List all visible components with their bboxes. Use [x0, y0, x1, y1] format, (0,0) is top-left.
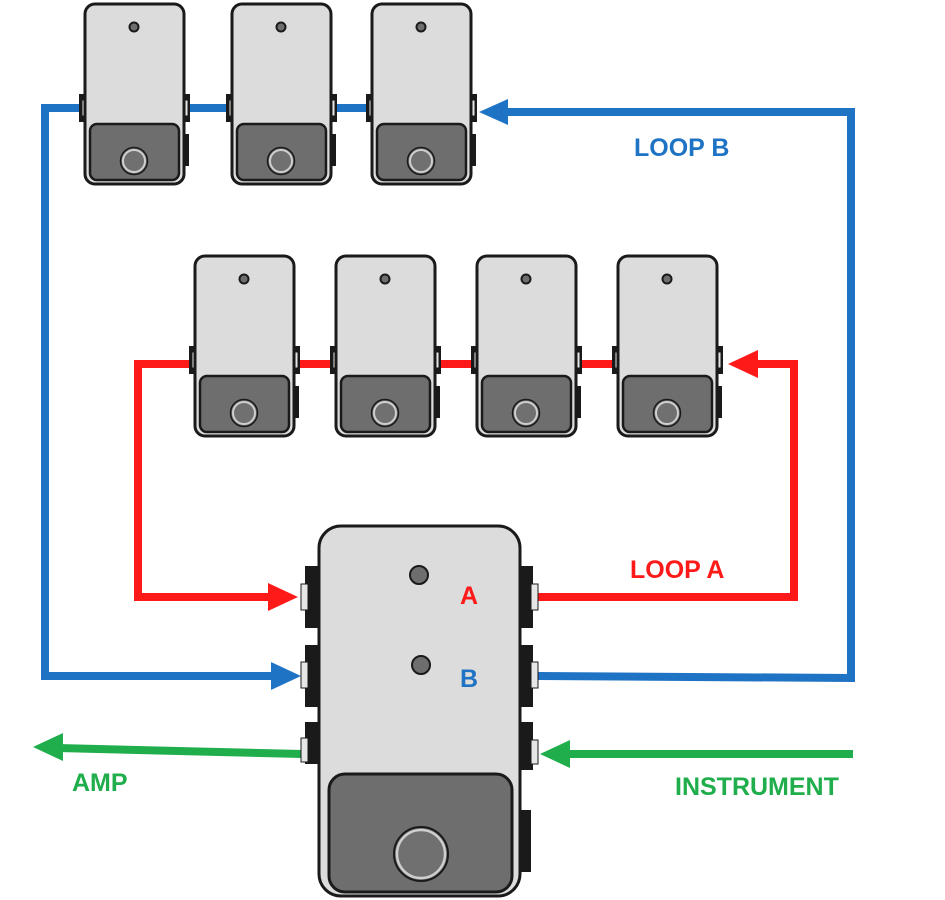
- loop-a-label: LOOP A: [630, 556, 724, 584]
- loop-a-cables: [134, 350, 798, 611]
- loop-b-pedals: [77, 2, 479, 186]
- effect-pedal-icon: [187, 254, 302, 438]
- arrow-head-icon: [540, 740, 570, 768]
- loop-a-pedals: [187, 254, 725, 438]
- loop-b-cables: [41, 99, 855, 690]
- arrow-head-icon: [271, 662, 301, 690]
- arrow-head-icon: [479, 99, 508, 125]
- signal-cables: [33, 733, 853, 768]
- arrow-head-icon: [33, 733, 63, 761]
- loop-b-return-cable: [41, 104, 277, 680]
- loop-a-send-cable: [538, 360, 798, 601]
- effect-pedal-icon: [610, 254, 725, 438]
- amp-cable: [57, 744, 303, 758]
- looper-switcher-icon: [300, 524, 539, 898]
- switch-a-label: A: [460, 582, 478, 610]
- effect-pedal-icon: [224, 2, 339, 186]
- switch-b-label: B: [460, 665, 478, 693]
- footswitch-icon: [395, 828, 447, 880]
- instrument-label: INSTRUMENT: [675, 773, 839, 801]
- effect-pedal-icon: [364, 2, 479, 186]
- loop-b-label: LOOP B: [634, 134, 729, 162]
- arrow-head-icon: [268, 583, 298, 611]
- effect-pedal-icon: [328, 254, 443, 438]
- led-a-indicator: [409, 565, 429, 585]
- arrow-head-icon: [728, 350, 758, 378]
- effect-pedal-icon: [77, 2, 192, 186]
- loop-b-send-cable: [503, 108, 855, 683]
- led-b-indicator: [411, 655, 431, 675]
- amp-label: AMP: [72, 769, 128, 797]
- effect-pedal-icon: [469, 254, 584, 438]
- loop-a-return-cable: [134, 360, 272, 601]
